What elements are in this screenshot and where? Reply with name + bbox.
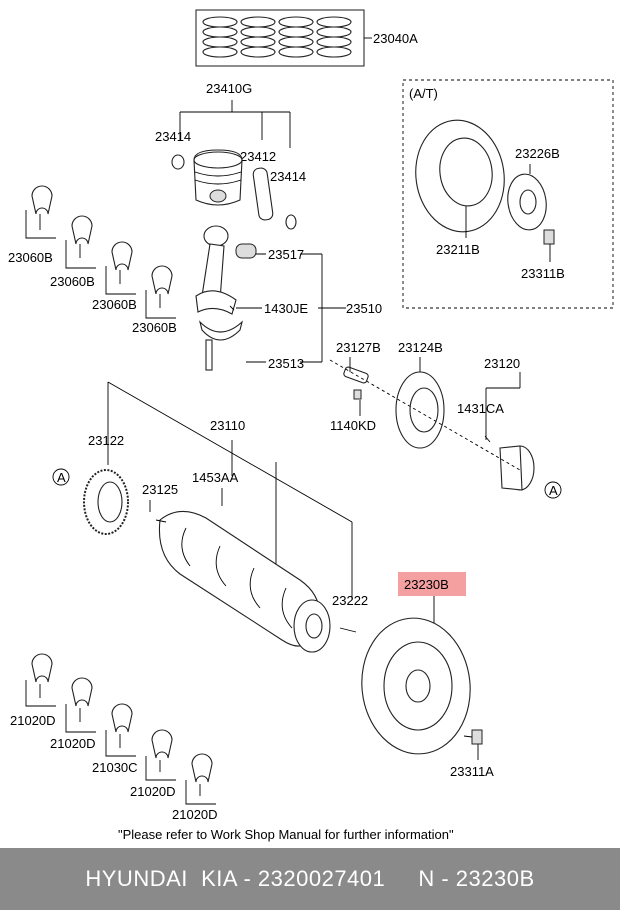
crankshaft	[155, 510, 357, 653]
label-21030C: 21030C	[92, 760, 138, 775]
label-23510: 23510	[346, 301, 382, 316]
label-1453AA: 1453AA	[192, 470, 239, 485]
part-number-footer: HYUNDAI KIA - 2320027401 N - 23230B	[0, 848, 620, 910]
reference-circle-a-left	[52, 468, 70, 486]
piston	[171, 149, 297, 230]
label-21020D-1: 21020D	[10, 713, 56, 728]
label-23230B: 23230B	[404, 577, 449, 592]
label-23222: 23222	[332, 593, 368, 608]
label-23060B-4: 23060B	[132, 320, 177, 335]
label-23226B: 23226B	[515, 146, 560, 161]
label-23414-right: 23414	[270, 169, 306, 184]
label-at: (A/T)	[409, 86, 438, 101]
label-23414-left: 23414	[155, 129, 191, 144]
label-23060B-1: 23060B	[8, 250, 53, 265]
clutch-cover	[361, 617, 483, 755]
label-23311A: 23311A	[450, 764, 494, 779]
label-circle-a-right: A	[549, 483, 558, 498]
label-23211B: 23211B	[436, 242, 480, 257]
label-circle-a-left: A	[57, 470, 66, 485]
highlight-box	[398, 572, 466, 596]
label-23110: 23110	[210, 418, 245, 433]
label-1140KD: 1140KD	[330, 418, 376, 433]
label-23122: 23122	[88, 433, 124, 448]
at-drive-plate-group	[402, 79, 614, 309]
piston-ring-set	[195, 9, 372, 67]
reference-circle-a-right	[544, 481, 562, 499]
exploded-parts-diagram: 23040A 23410G 23414 23412 23414 23060B 2…	[8, 9, 614, 842]
label-23517: 23517	[268, 247, 304, 262]
label-21020D-3: 21020D	[130, 784, 176, 799]
label-23060B-3: 23060B	[92, 297, 137, 312]
main-bearing-set-lower	[25, 653, 216, 805]
crankshaft-sprocket	[83, 469, 129, 535]
label-23120: 23120	[484, 356, 520, 371]
label-21020D-2: 21020D	[50, 736, 96, 751]
main-bearing-set-upper	[25, 185, 176, 319]
reference-note: "Please refer to Work Shop Manual for fu…	[118, 827, 454, 842]
label-23060B-2: 23060B	[50, 274, 95, 289]
connecting-rod	[195, 225, 257, 371]
label-23125: 23125	[142, 482, 178, 497]
label-1430JE: 1430JE	[264, 301, 308, 316]
label-23410G: 23410G	[206, 81, 252, 96]
label-23124B: 23124B	[398, 340, 443, 355]
label-23040A: 23040A	[373, 31, 418, 46]
label-23311B: 23311B	[521, 266, 565, 281]
label-1431CA: 1431CA	[457, 401, 504, 416]
label-23513: 23513	[268, 356, 304, 371]
label-21020D-4: 21020D	[172, 807, 218, 822]
label-23412: 23412	[240, 149, 276, 164]
label-23127B: 23127B	[336, 340, 381, 355]
